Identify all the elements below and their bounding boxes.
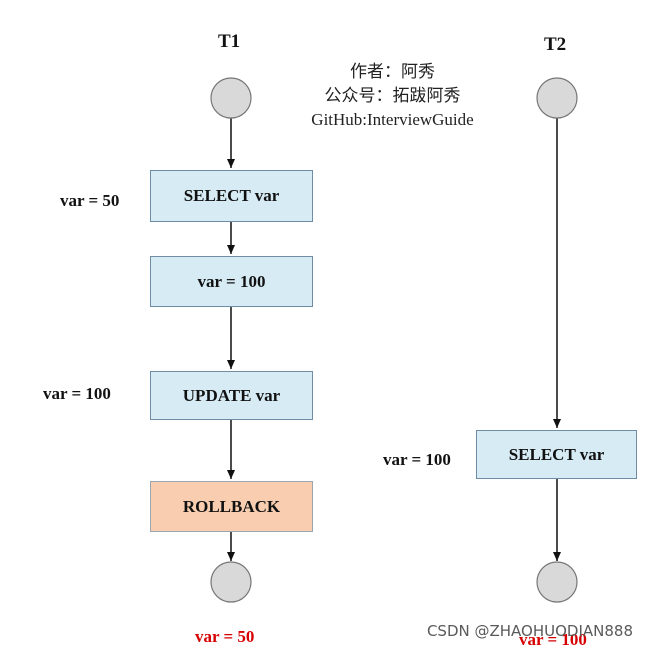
t1-select-value: var = 50 [60,191,120,210]
credits-account: 公众号：拓跋阿秀 [324,86,461,106]
t1-title: T1 [218,31,241,52]
t2-select-value: var = 100 [383,450,451,469]
t2-title: T2 [544,34,567,55]
t1-update-value: var = 100 [43,384,111,403]
t1-select-box: SELECT var [150,170,313,222]
credits-github: GitHub:InterviewGuide [311,110,474,129]
t1-end-node [210,561,252,603]
t2-select-box: SELECT var [476,430,637,479]
t1-update-box: UPDATE var [150,371,313,420]
t2-result: var = 100 [519,630,587,649]
csdn-watermark: CSDN @ZHAOHUODIAN888 [426,622,633,640]
t1-start-node [210,77,252,119]
credits-author: 作者：阿秀 [350,62,435,82]
t1-rollback-box: ROLLBACK [150,481,313,532]
t1-result: var = 50 [195,627,255,646]
credits: 作者：阿秀 公众号：拓跋阿秀 GitHub:InterviewGuide [270,60,515,132]
t1-assign-box: var = 100 [150,256,313,307]
t2-end-node [536,561,578,603]
t2-start-node [536,77,578,119]
